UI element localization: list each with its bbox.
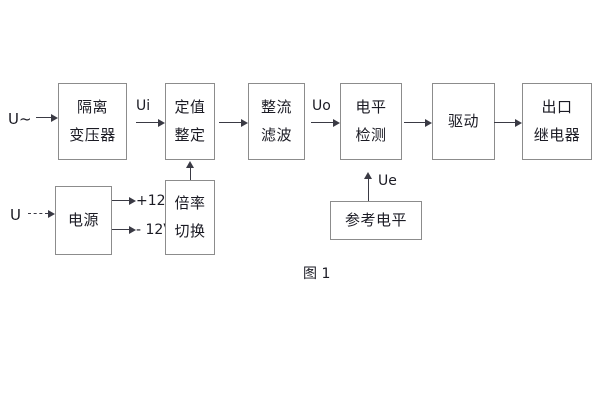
figure-caption: 图 1 — [303, 266, 331, 282]
arrow-setting-value-to-rectify-filter — [219, 118, 248, 127]
arrow-head — [241, 118, 248, 127]
block-line: 参考电平 — [344, 211, 407, 229]
arrow-shaft — [112, 229, 129, 230]
block-line: 出口 — [541, 98, 573, 116]
arrow-shaft — [368, 178, 369, 201]
arrow-head — [129, 225, 136, 234]
block-line: 驱动 — [447, 112, 479, 130]
ue-signal-label: Ue — [378, 173, 397, 189]
arrow-head — [186, 161, 194, 168]
arrow-shaft — [28, 213, 48, 214]
block-drive: 驱动 — [432, 83, 495, 160]
block-line: 整定 — [174, 126, 206, 144]
ac-input-label: U~ — [8, 110, 32, 128]
block-reference-level: 参考电平 — [330, 201, 422, 240]
arrow-multiplier-switch-to-setting-value — [186, 161, 195, 180]
arrow-head — [48, 209, 55, 218]
arrow-head — [333, 118, 340, 127]
block-isolation-transformer: 隔离 变压器 — [58, 83, 127, 160]
block-multiplier-switch: 倍率 切换 — [165, 180, 215, 255]
arrow-head — [515, 118, 522, 127]
arrow-shaft — [36, 117, 51, 118]
block-output-relay: 出口 继电器 — [522, 83, 592, 160]
block-rectify-filter: 整流 滤波 — [248, 83, 305, 160]
arrow-head — [129, 196, 136, 205]
arrow-shaft — [190, 167, 191, 180]
block-line: 整流 — [260, 98, 292, 116]
arrow-head — [158, 118, 165, 127]
block-line: 检测 — [355, 126, 387, 144]
arrow-shaft — [219, 122, 241, 123]
block-line: 电源 — [67, 211, 99, 229]
arrow-reference-level-to-level-detection — [364, 172, 373, 201]
arrow-shaft — [112, 200, 129, 201]
block-level-detection: 电平 检测 — [340, 83, 402, 160]
arrow-dc-input-to-power-supply — [28, 209, 55, 218]
arrow-head — [51, 113, 58, 122]
arrow-isolation-transformer-to-setting-value — [136, 118, 165, 127]
arrow-head — [364, 172, 372, 179]
block-line: 隔离 — [76, 98, 108, 116]
block-line: 变压器 — [69, 126, 116, 144]
arrow-shaft — [494, 122, 515, 123]
ui-signal-label: Ui — [136, 98, 151, 114]
block-line: 倍率 — [174, 194, 206, 212]
arrow-power-supply-positive-rail — [112, 196, 136, 205]
block-line: 滤波 — [260, 126, 292, 144]
arrow-shaft — [404, 122, 425, 123]
arrow-rectify-filter-to-level-detection — [311, 118, 340, 127]
block-line: 定值 — [174, 98, 206, 116]
arrow-power-supply-negative-rail — [112, 225, 136, 234]
block-line: 继电器 — [533, 126, 581, 144]
block-power-supply: 电源 — [55, 186, 112, 255]
arrow-ac-input-to-isolation-transformer — [36, 113, 58, 122]
block-line: 电平 — [355, 98, 387, 116]
arrow-head — [425, 118, 432, 127]
arrow-shaft — [311, 122, 333, 123]
block-setting-value: 定值 整定 — [165, 83, 215, 160]
arrow-shaft — [136, 122, 158, 123]
arrow-drive-to-output-relay — [494, 118, 522, 127]
block-line: 切换 — [174, 222, 206, 240]
dc-input-label: U — [10, 206, 21, 224]
arrow-level-detection-to-drive — [404, 118, 432, 127]
uo-signal-label: Uo — [312, 98, 331, 114]
negative-rail-label: - 12V — [136, 222, 173, 238]
